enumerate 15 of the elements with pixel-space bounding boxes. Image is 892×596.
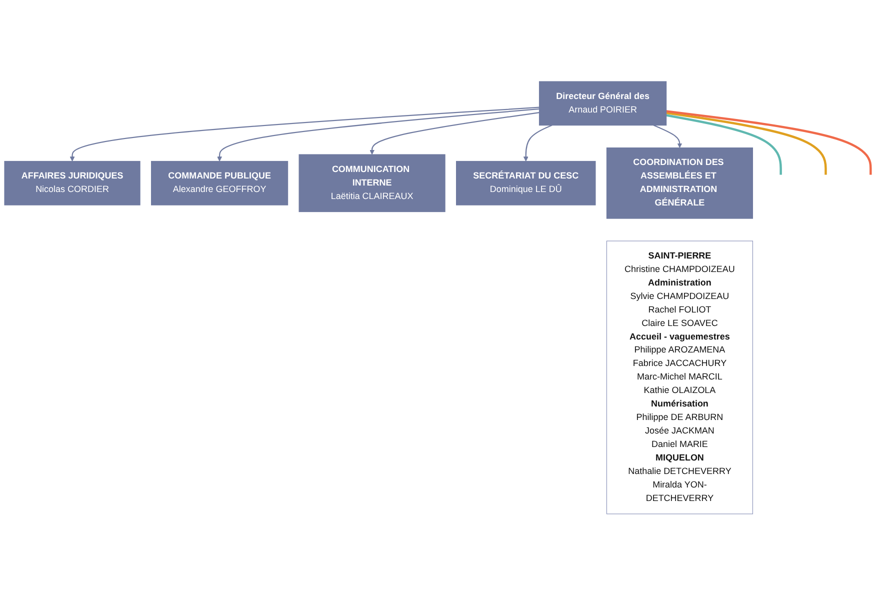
node-box: SECRÉTARIAT DU CESC Dominique LE DÛ: [456, 161, 596, 206]
node-box: COMMANDE PUBLIQUE Alexandre GEOFFROY: [151, 161, 288, 206]
node-box: COMMUNICATION INTERNE Laëtitia CLAIREAUX: [298, 154, 446, 212]
arrow: [217, 108, 540, 162]
arrow: [370, 112, 540, 156]
arrow: [653, 125, 682, 148]
arrow: [70, 107, 540, 162]
node-box: SAINT-PIERRE Christine CHAMPDOIZEAU Administration Sylvie CHAMPDOIZEAU Rachel FOLIOT Claire LE SOAVEC Accueil - vaguemestres Philippe AROZAMENA Fabrice JACCACHURY Marc-Michel MARCIL Kathie OLAIZOLA Numérisation Philippe DE ARBURN Josée JACKMAN Daniel MARIE MIQUELON Nathalie DETCHEVERRY Miralda YON-DETCHEVERRY: [606, 241, 753, 514]
node-box: AFFAIRES JURIDIQUES Nicolas CORDIER: [4, 161, 140, 206]
node-box: COORDINATION DES ASSEMBLÉES ET ADMINISTRATION GÉNÉRALE: [606, 148, 753, 220]
arrow: [523, 125, 552, 162]
connector: [666, 114, 782, 176]
connector: [666, 110, 872, 176]
connector: [666, 112, 827, 176]
node-box: Directeur Général des Arnaud POIRIER: [538, 82, 667, 126]
